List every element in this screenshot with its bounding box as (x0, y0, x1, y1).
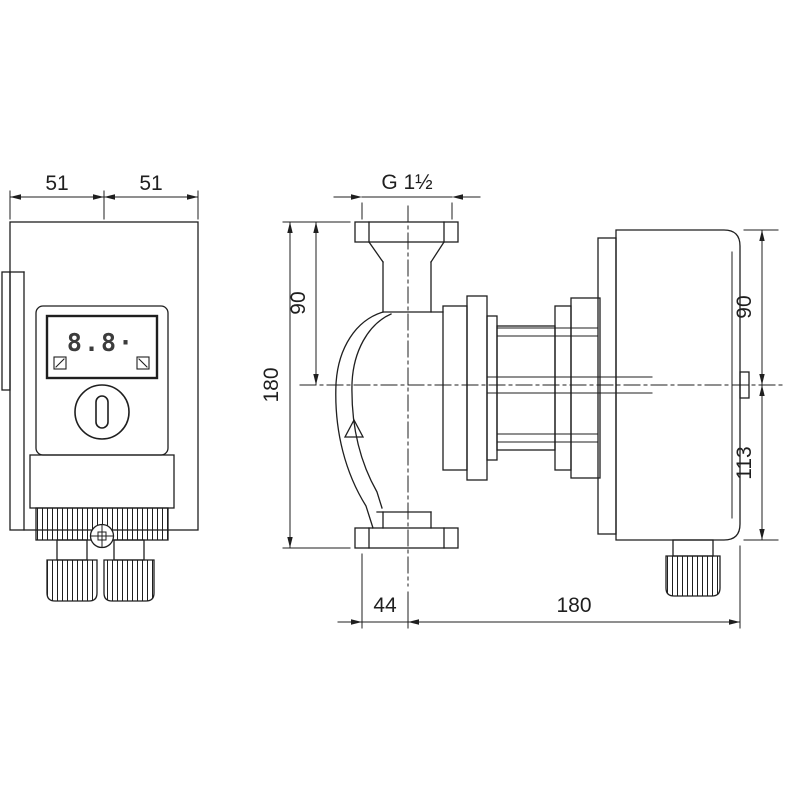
cable-gland-right (103, 539, 155, 602)
motor-cable-gland (665, 539, 721, 597)
display-panel (45, 314, 159, 380)
seven-segment-display: 8.8· (67, 328, 135, 357)
control-knob (74, 384, 130, 440)
dim-label-51-right: 51 (139, 172, 162, 195)
cable-gland-left (46, 539, 98, 602)
dim-left-heights (282, 221, 351, 549)
bottom-flange (354, 527, 459, 549)
dim-label-113: 113 (733, 446, 756, 479)
suction-pipe (368, 241, 445, 313)
screw-icon (89, 523, 115, 549)
dim-label-90-right: 90 (733, 295, 756, 318)
dim-bottom-lengths (337, 545, 741, 629)
display-icon-right (136, 356, 150, 370)
dim-thread (333, 194, 481, 220)
display-icon-left (53, 356, 67, 370)
dim-label-51-left: 51 (45, 172, 68, 195)
dim-label-180-height: 180 (260, 367, 283, 402)
dim-label-44: 44 (373, 594, 397, 617)
dim-label-thread: G 1½ (381, 171, 432, 194)
dim-front-width (9, 190, 199, 220)
side-view (282, 194, 783, 629)
dim-label-90-left: 90 (287, 291, 310, 314)
top-flange (354, 221, 459, 243)
dim-label-180-length: 180 (556, 594, 591, 617)
dim-right-heights (743, 229, 779, 541)
seal-housing (442, 295, 653, 481)
control-module (35, 305, 169, 456)
pump-volute (335, 311, 444, 529)
flow-direction-icon (343, 418, 365, 438)
front-view (1, 190, 199, 602)
centerlines (299, 205, 783, 587)
